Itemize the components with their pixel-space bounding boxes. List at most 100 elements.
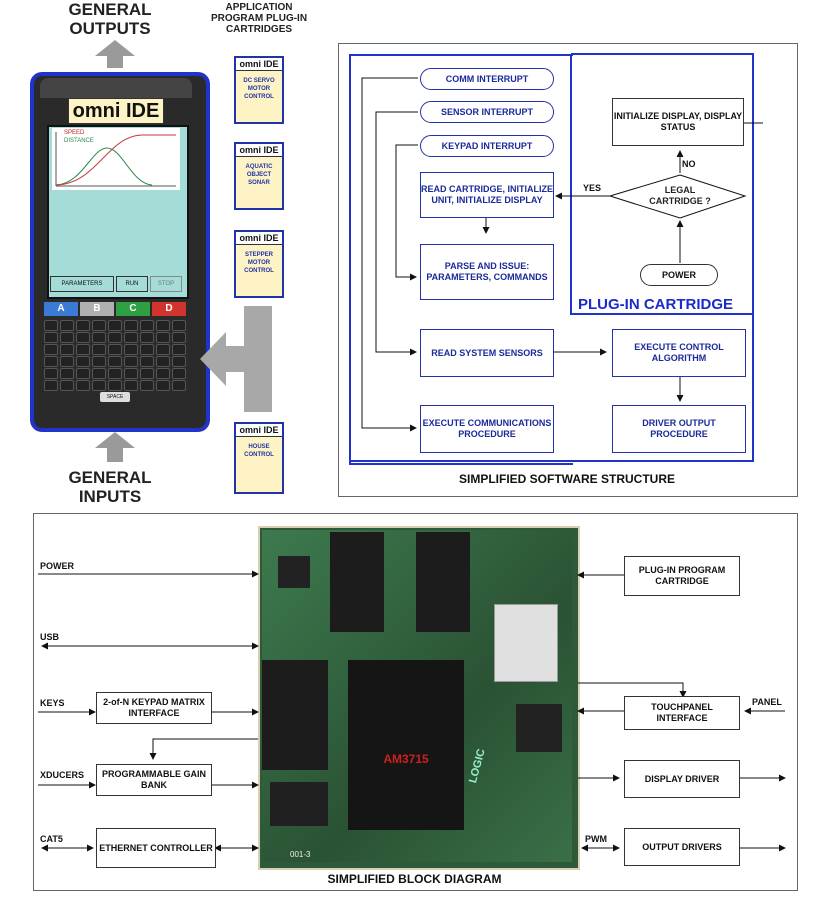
gain-bank-box: PROGRAMMABLE GAIN BANK [96,764,212,796]
wireless-module [494,604,558,682]
keypad-key[interactable] [108,380,122,391]
keypad-key[interactable] [172,368,186,379]
cartridge-dc-servo[interactable]: omni IDE DC SERVO MOTOR CONTROL [234,56,284,124]
color-key-a[interactable]: A [44,302,78,316]
keypad-key[interactable] [44,380,58,391]
keypad-key[interactable] [76,380,90,391]
keypad-key[interactable] [44,344,58,355]
keypad-key[interactable] [60,380,74,391]
plot-distance-label: DISTANCE [64,138,94,144]
keypad-key[interactable] [156,332,170,343]
keypad-key[interactable] [76,320,90,331]
cartridge-aquatic-sonar[interactable]: omni IDE AQUATIC OBJECT SONAR [234,142,284,210]
keypad-key[interactable] [108,332,122,343]
keypad-key[interactable] [140,368,154,379]
run-button[interactable]: RUN [116,276,148,292]
keypad-key[interactable] [60,332,74,343]
keypad-key[interactable] [156,380,170,391]
keypad-key[interactable] [76,368,90,379]
yes-label: YES [583,183,602,193]
keypad-key[interactable] [156,356,170,367]
color-key-d[interactable]: D [152,302,186,316]
stop-button[interactable]: STOP [150,276,182,292]
keypad-key[interactable] [76,356,90,367]
keypad-key[interactable] [140,380,154,391]
keypad-key[interactable] [108,344,122,355]
touchpanel-box: TOUCHPANEL INTERFACE [624,696,740,730]
keypad-key[interactable] [124,368,138,379]
ethernet-box: ETHERNET CONTROLLER [96,828,216,868]
keypad-key[interactable] [140,332,154,343]
keypad-key[interactable] [60,320,74,331]
keypad-key[interactable] [156,368,170,379]
space-key[interactable]: SPACE [100,392,130,402]
small-chip [278,556,310,588]
keypad-key[interactable] [124,356,138,367]
cartridge-house-control[interactable]: omni IDE HOUSE CONTROL [234,422,284,494]
power-node: POWER [640,264,718,286]
read-sensors-box: READ SYSTEM SENSORS [420,329,554,377]
speed-distance-plot [55,132,176,187]
display-driver-box: DISPLAY DRIVER [624,760,740,798]
keypad-key[interactable] [92,380,106,391]
block-title: SIMPLIFIED BLOCK DIAGRAM [327,872,502,886]
keypad-key[interactable] [76,344,90,355]
cartridge-stepper[interactable]: omni IDE STEPPER MOTOR CONTROL [234,230,284,298]
keypad-key[interactable] [172,356,186,367]
keypad-key[interactable] [92,344,106,355]
usb-signal: USB [40,632,60,642]
keypad-key[interactable] [156,320,170,331]
keypad-key[interactable] [92,332,106,343]
keypad-key[interactable] [124,344,138,355]
keypad-key[interactable] [172,344,186,355]
keypad-key[interactable] [44,356,58,367]
keypad-key[interactable] [60,368,74,379]
power-signal: POWER [40,561,75,571]
keypad-key[interactable] [124,320,138,331]
cartridge-label: HOUSE CONTROL [244,444,274,458]
general-outputs-label: GENERAL OUTPUTS [68,0,152,38]
outputs-arrow [95,40,135,68]
keypad-key[interactable] [92,368,106,379]
keypad-key[interactable] [172,380,186,391]
keypad-key[interactable] [140,320,154,331]
ram-chip [330,532,384,632]
keypad-key[interactable] [92,356,106,367]
keypad-key[interactable] [44,368,58,379]
keypad-key[interactable] [124,332,138,343]
cartridge-tag: omni IDE [236,144,282,157]
board-id: 001-3 [290,850,311,859]
exec-control-box: EXECUTE CONTROL ALGORITHM [612,329,746,377]
exec-comm-box: EXECUTE COMMUNICATIONS PROCEDURE [420,405,554,453]
keypad-key[interactable] [76,332,90,343]
keypad-key[interactable] [140,356,154,367]
keypad-key[interactable] [156,344,170,355]
keypad-key[interactable] [172,320,186,331]
parse-issue-box: PARSE AND ISSUE: PARAMETERS, COMMANDS [420,244,554,300]
keypad-key[interactable] [172,332,186,343]
keypad-key[interactable] [140,344,154,355]
cat5-signal: CAT5 [40,834,63,844]
keypad-key[interactable] [60,344,74,355]
output-drivers-box: OUTPUT DRIVERS [624,828,740,866]
color-key-b[interactable]: B [80,302,114,316]
params-button[interactable]: PARAMETERS [50,276,114,292]
plugin-cartridge-label: PLUG-IN CARTRIDGE [578,296,733,313]
cpu-chip [348,660,464,830]
cartridge-label: STEPPER MOTOR CONTROL [244,252,274,274]
keypad-key[interactable] [124,380,138,391]
plugin-program-box: PLUG-IN PROGRAM CARTRIDGE [624,556,740,596]
keypad-key[interactable] [92,320,106,331]
cartridge-tag: omni IDE [236,58,282,71]
cartridge-tag: omni IDE [236,232,282,245]
cartridge-tag: omni IDE [236,424,282,437]
keypad-key[interactable] [60,356,74,367]
keypad-key[interactable] [44,332,58,343]
keypad-key[interactable] [108,320,122,331]
cartridge-label: AQUATIC OBJECT SONAR [245,164,273,186]
keypad-key[interactable] [108,356,122,367]
panel-signal: PANEL [752,697,782,707]
keypad-key[interactable] [44,320,58,331]
keypad-key[interactable] [108,368,122,379]
color-key-c[interactable]: C [116,302,150,316]
